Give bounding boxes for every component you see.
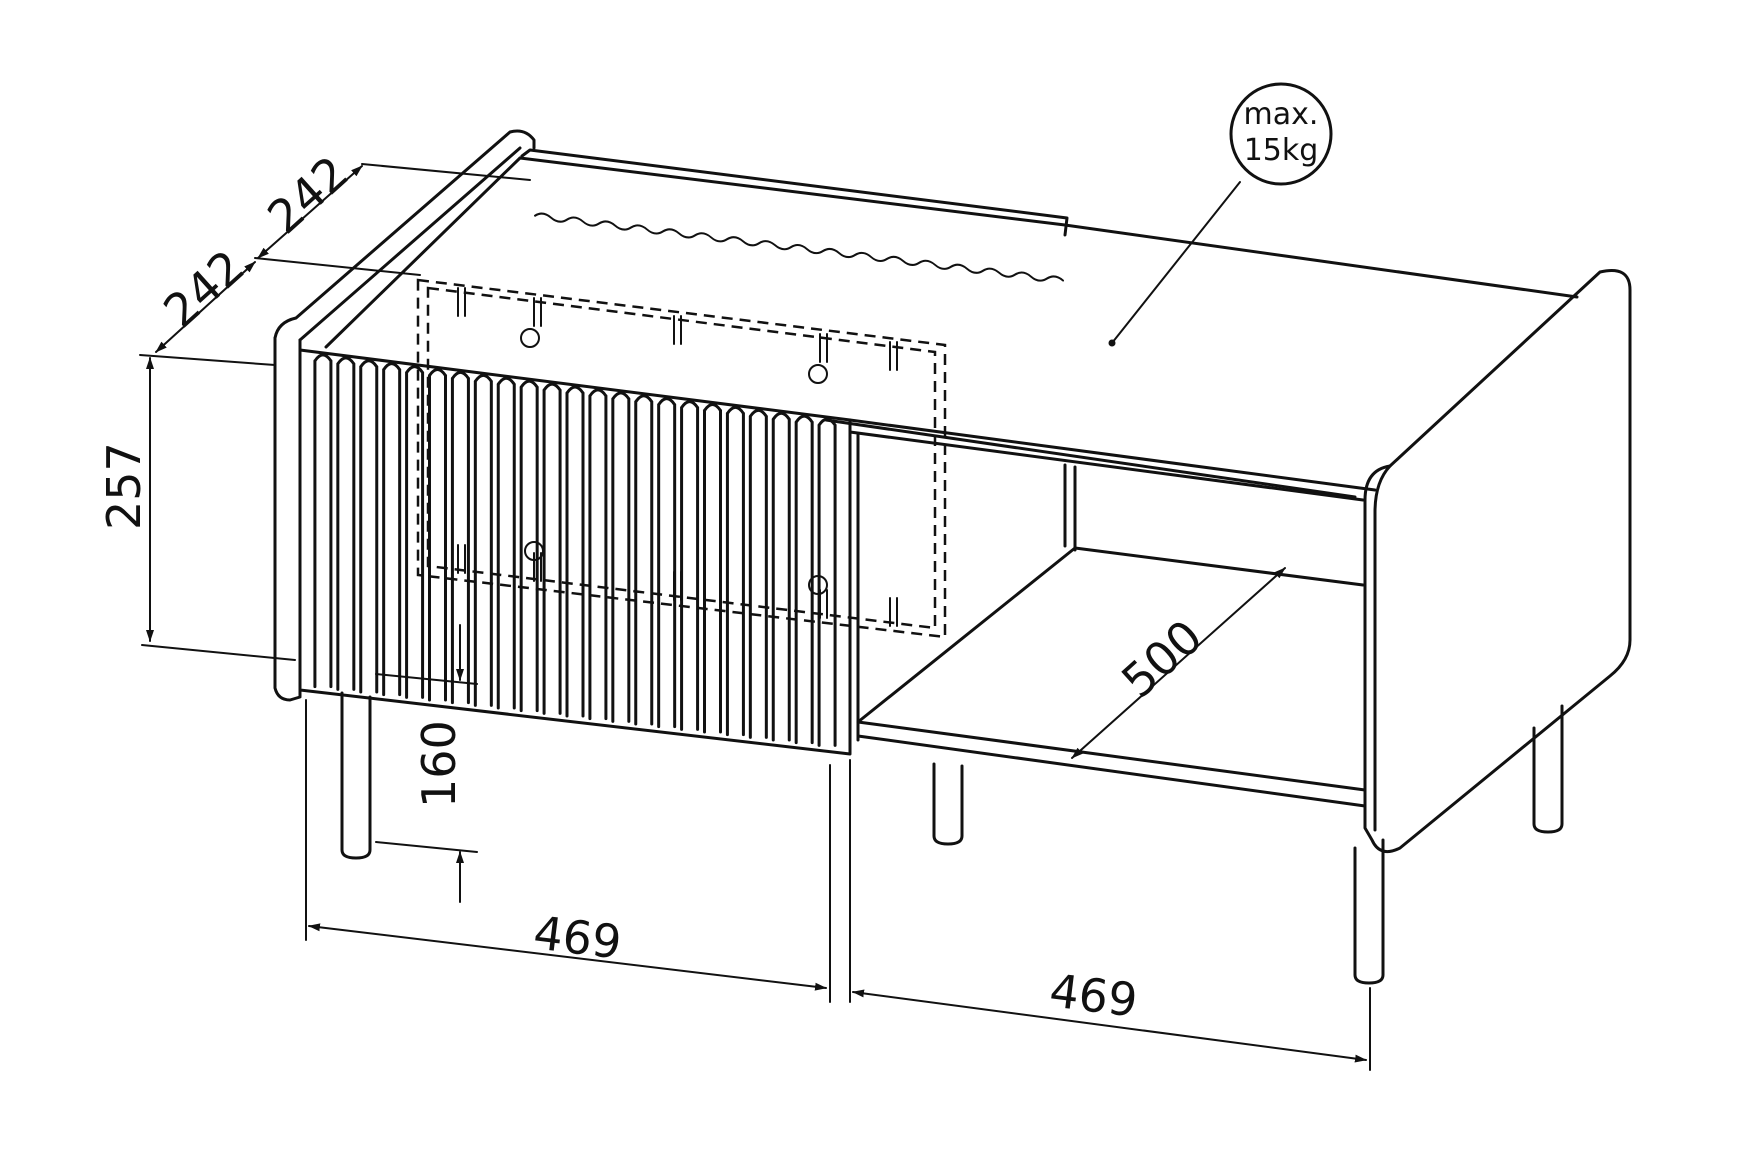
dim-depth-back: 242 [257,145,358,244]
flute [428,368,447,702]
dim-height-legs: 160 [412,720,466,808]
flute [725,405,745,737]
flute [382,362,402,697]
flute [817,417,837,747]
drawer-outline-hidden [416,278,947,639]
flute [657,397,677,729]
flute [680,400,700,731]
legs [340,691,1564,985]
flute [496,376,516,710]
flute [519,379,539,713]
flute [634,394,654,726]
flute [336,356,356,691]
flute [794,414,814,745]
flute [703,403,722,734]
flute [313,353,333,689]
flute [611,391,631,723]
flute [405,365,425,699]
load-badge-line1: max. [1244,97,1319,132]
dim-height-body: 257 [97,442,151,530]
flute [588,388,608,721]
flute [359,359,379,694]
flute [450,370,470,705]
dimension-lines [139,163,1371,1071]
flute [771,411,791,742]
load-badge: max. 15kg [1229,82,1333,186]
dim-depth-front: 242 [153,239,254,338]
dim-shelf-depth: 500 [1111,609,1212,708]
dim-width-left: 469 [531,905,625,969]
right-side-panel [1363,269,1632,854]
dim-width-right: 469 [1047,963,1141,1027]
flute [542,382,562,715]
flute [473,373,493,707]
flute [748,408,768,739]
load-badge-line2: 15kg [1244,133,1319,168]
flute [565,385,585,718]
fluted-drawer-front [298,348,852,756]
open-shelf [848,418,1377,808]
back-rail [520,148,1069,282]
